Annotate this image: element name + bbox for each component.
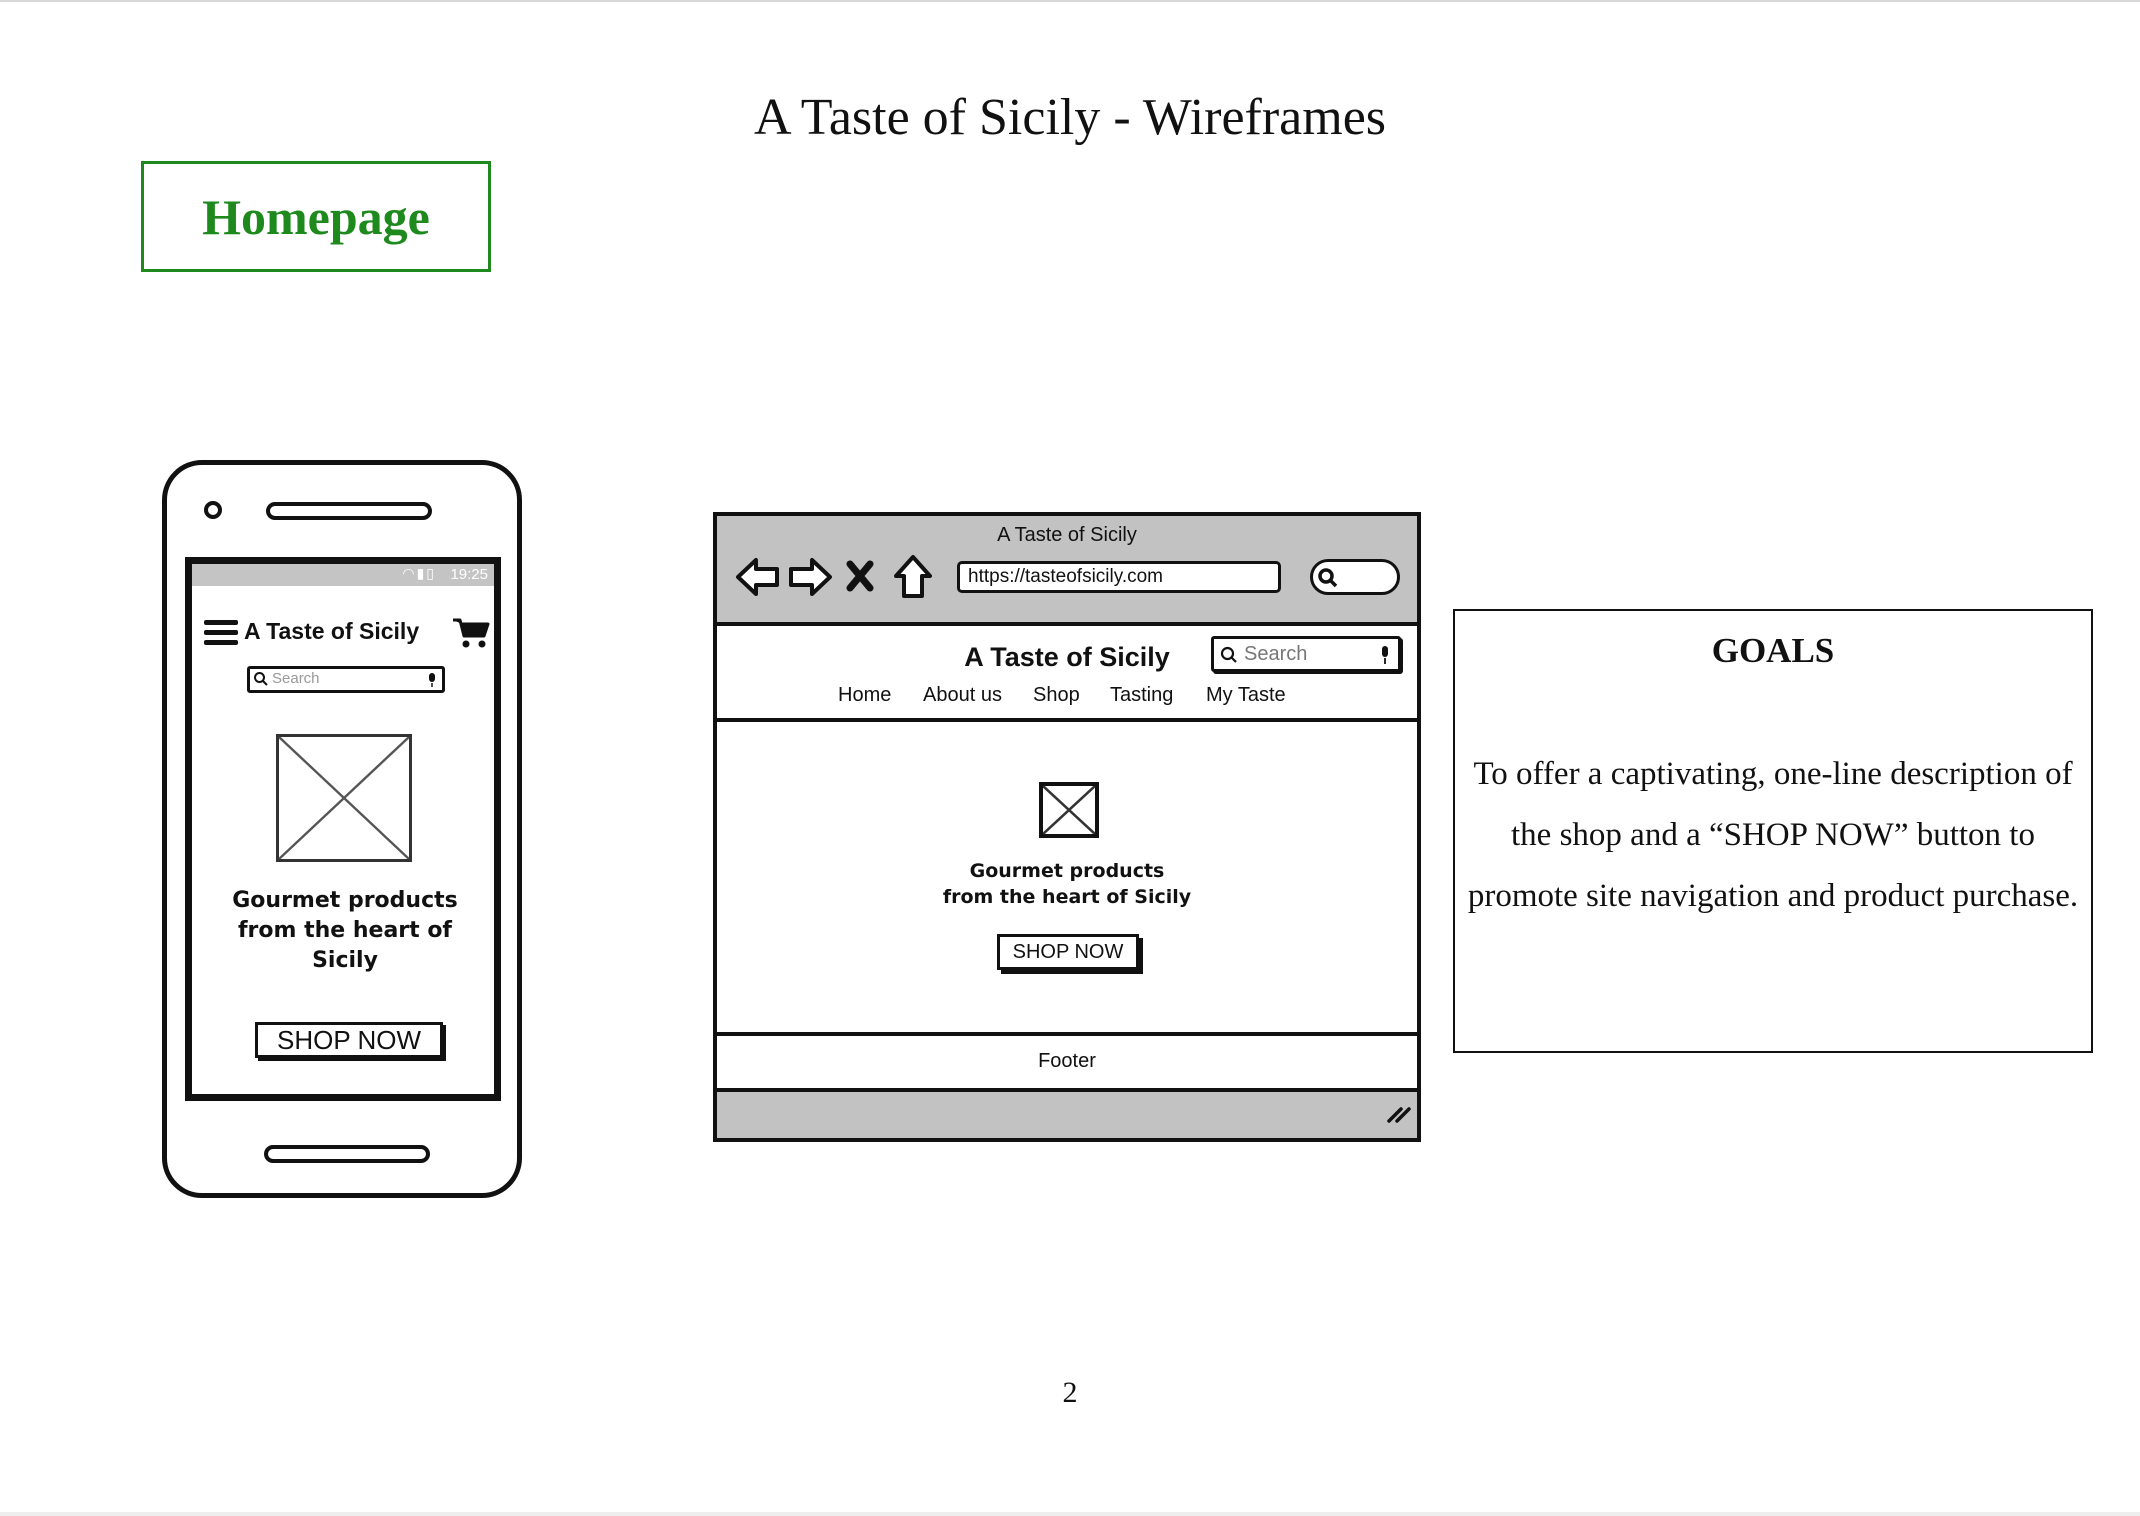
browser-status-bar (717, 1092, 1417, 1138)
status-icons: ◠▮▯ (402, 566, 436, 582)
desktop-search-placeholder: Search (1244, 643, 1308, 665)
page-number: 2 (1062, 1376, 1078, 1409)
mobile-header: A Taste of Sicily (202, 614, 492, 654)
phone-home-bar-icon (264, 1145, 430, 1163)
nav-item-about-us[interactable]: About us (923, 684, 1002, 706)
mobile-site-title[interactable]: A Taste of Sicily (244, 618, 420, 644)
goals-text: To offer a captivating, one-line descrip… (1467, 756, 2079, 914)
section-label: Homepage (202, 188, 430, 245)
desktop-tagline: Gourmet products from the heart of Sicil… (717, 858, 1417, 910)
desktop-site-title[interactable]: A Taste of Sicily (964, 642, 1170, 672)
nav-item-tasting[interactable]: Tasting (1110, 684, 1174, 706)
search-icon (254, 672, 268, 686)
cart-icon[interactable] (452, 616, 490, 650)
battery-icon: ▯ (426, 566, 436, 582)
mobile-screen: ◠▮▯ 19:25 A Taste of Sicily Search (185, 557, 501, 1101)
desktop-tagline-line-2: from the heart of Sicily (942, 886, 1192, 908)
status-time: 19:25 (450, 566, 488, 583)
mobile-search-placeholder: Search (272, 670, 320, 687)
close-icon[interactable] (845, 560, 875, 592)
mic-icon (1382, 646, 1388, 664)
browser-url-bar[interactable]: https://tasteofsicily.com (957, 561, 1281, 593)
top-rule (0, 0, 2140, 2)
page-title: A Taste of Sicily - Wireframes (753, 89, 1387, 146)
resize-grip-icon[interactable] (1385, 1104, 1411, 1124)
desktop-site-header: A Taste of Sicily Search Home About us S… (717, 626, 1417, 722)
status-bar: ◠▮▯ 19:25 (192, 564, 494, 586)
mic-icon (429, 673, 435, 687)
desktop-tagline-line-1: Gourmet products (969, 860, 1165, 882)
desktop-hero: Gourmet products from the heart of Sicil… (717, 722, 1417, 1036)
goals-title: GOALS (1711, 631, 1835, 670)
forward-arrow-icon[interactable] (787, 556, 833, 598)
browser-window-title: A Taste of Sicily (997, 524, 1137, 546)
mobile-wireframe: ◠▮▯ 19:25 A Taste of Sicily Search (162, 460, 522, 1198)
wifi-icon: ◠ (402, 566, 417, 582)
desktop-shop-now-button[interactable]: SHOP NOW (997, 934, 1139, 970)
section-label-box: Homepage (141, 161, 491, 272)
browser-search-button[interactable] (1310, 559, 1400, 595)
phone-camera-icon (204, 501, 222, 519)
search-icon (1318, 568, 1338, 588)
mobile-tagline: Gourmet products from the heart of Sicil… (232, 888, 458, 973)
browser-chrome: A Taste of Sicily https://tasteofsicily.… (717, 516, 1417, 626)
mobile-shop-now-button[interactable]: SHOP NOW (255, 1022, 443, 1058)
image-placeholder (276, 734, 412, 862)
menu-icon[interactable] (204, 618, 238, 646)
bottom-rule (0, 1512, 2140, 1516)
image-placeholder (1039, 782, 1099, 838)
nav-item-shop[interactable]: Shop (1033, 684, 1080, 706)
search-icon (1220, 646, 1237, 663)
home-icon[interactable] (893, 554, 933, 600)
desktop-footer: Footer (717, 1036, 1417, 1092)
footer-label: Footer (1038, 1050, 1096, 1072)
mobile-search-input[interactable]: Search (247, 666, 445, 693)
nav-item-home[interactable]: Home (838, 684, 892, 706)
signal-icon: ▮ (416, 566, 427, 582)
phone-speaker-icon (266, 502, 432, 520)
desktop-search-input[interactable]: Search (1211, 636, 1401, 672)
desktop-nav: Home About us Shop Tasting My Taste (717, 684, 1417, 712)
desktop-wireframe: A Taste of Sicily https://tasteofsicily.… (713, 512, 1421, 1142)
back-arrow-icon[interactable] (735, 556, 781, 598)
goals-box: GOALS To offer a captivating, one-line d… (1453, 609, 2093, 1053)
nav-item-my-taste[interactable]: My Taste (1206, 684, 1286, 706)
